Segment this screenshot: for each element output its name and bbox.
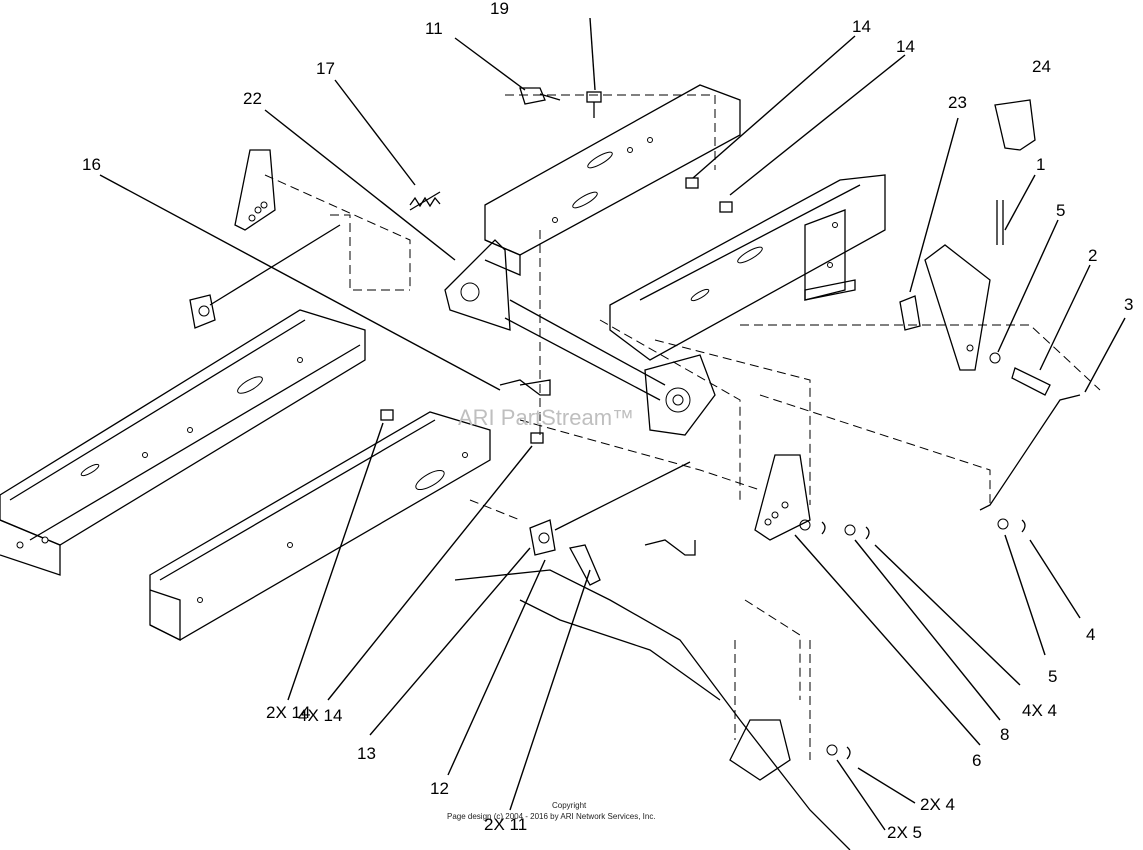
callout-1: 1 (1036, 155, 1045, 174)
callout-4x14: 4X 14 (298, 706, 342, 725)
callout-8: 8 (1000, 725, 1009, 744)
callout-14-a: 14 (852, 17, 871, 36)
assembly-guides (264, 94, 1101, 760)
right-height-bracket (754, 454, 811, 541)
callout-2x11: 2X 11 (484, 815, 527, 834)
left-rod (189, 224, 341, 329)
callout-11: 11 (425, 19, 443, 38)
mower-deck (454, 569, 851, 850)
callout-16: 16 (82, 155, 101, 174)
cross-shaft (444, 239, 716, 436)
callout-5-b: 5 (1048, 667, 1057, 686)
callout-22: 22 (243, 89, 262, 108)
watermark: ARI PartStream™ (458, 405, 634, 430)
callout-2x5: 2X 5 (887, 823, 922, 842)
left-height-bracket (234, 149, 276, 231)
callout-2x4: 2X 4 (920, 795, 955, 814)
clamps (499, 379, 696, 556)
callout-24: 24 (1032, 57, 1051, 76)
callout-5-a: 5 (1056, 201, 1065, 220)
copyright-notice: Page design (c) 2004 - 2016 by ARI Netwo… (447, 812, 656, 821)
callout-labels: 19 11 14 14 24 17 22 23 1 16 5 2 3 4 5 4… (82, 0, 1133, 842)
callout-4x4: 4X 4 (1022, 701, 1057, 720)
callout-13: 13 (357, 744, 376, 763)
spring (409, 191, 441, 211)
callout-19: 19 (490, 0, 509, 18)
callout-6: 6 (972, 751, 981, 770)
callout-2x14: 2X 14 (266, 703, 310, 722)
callout-3: 3 (1124, 295, 1133, 314)
top-bolts (519, 87, 602, 118)
callout-17: 17 (316, 59, 335, 78)
callout-23: 23 (948, 93, 967, 112)
right-frame-channel (609, 174, 886, 361)
lever-assembly (899, 99, 1036, 371)
center-frame-rail (149, 411, 491, 642)
callout-14-b: 14 (896, 37, 915, 56)
lower-rod (529, 461, 691, 586)
callout-12: 12 (430, 779, 449, 798)
nuts (380, 177, 733, 444)
copyright-title: Copyright (552, 801, 587, 810)
leader-lines (99, 17, 1126, 831)
upper-channel (484, 84, 741, 276)
hardware-right (799, 352, 1051, 760)
right-rod (979, 394, 1081, 511)
callout-4: 4 (1086, 625, 1095, 644)
left-frame-rail (0, 309, 366, 576)
callout-2: 2 (1088, 246, 1097, 265)
